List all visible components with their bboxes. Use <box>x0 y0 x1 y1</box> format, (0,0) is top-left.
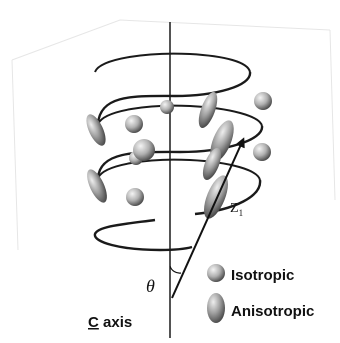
c-axis-label: C axis <box>88 314 132 331</box>
ellipsoid-molecule <box>83 167 111 206</box>
legend-isotropic-label: Isotropic <box>231 267 294 284</box>
theta-arc <box>170 266 181 273</box>
sphere-molecule <box>253 143 271 161</box>
sphere-molecule <box>133 139 155 161</box>
sphere-molecule <box>254 92 272 110</box>
theta-label: θ <box>146 276 155 296</box>
isotropic-molecules <box>125 92 272 206</box>
legend-ellipsoid-icon <box>207 293 225 323</box>
sphere-molecule <box>125 115 143 133</box>
helix-back <box>95 54 262 180</box>
ellipsoid-molecule <box>199 172 233 221</box>
legend-anisotropic-label: Anisotropic <box>231 303 314 320</box>
sphere-molecule <box>126 188 144 206</box>
sphere-molecule <box>160 100 174 114</box>
legend: Isotropic Anisotropic <box>207 264 314 323</box>
helix-front <box>95 72 262 250</box>
legend-sphere-icon <box>207 264 225 282</box>
c-axis-letter: C <box>88 314 99 331</box>
